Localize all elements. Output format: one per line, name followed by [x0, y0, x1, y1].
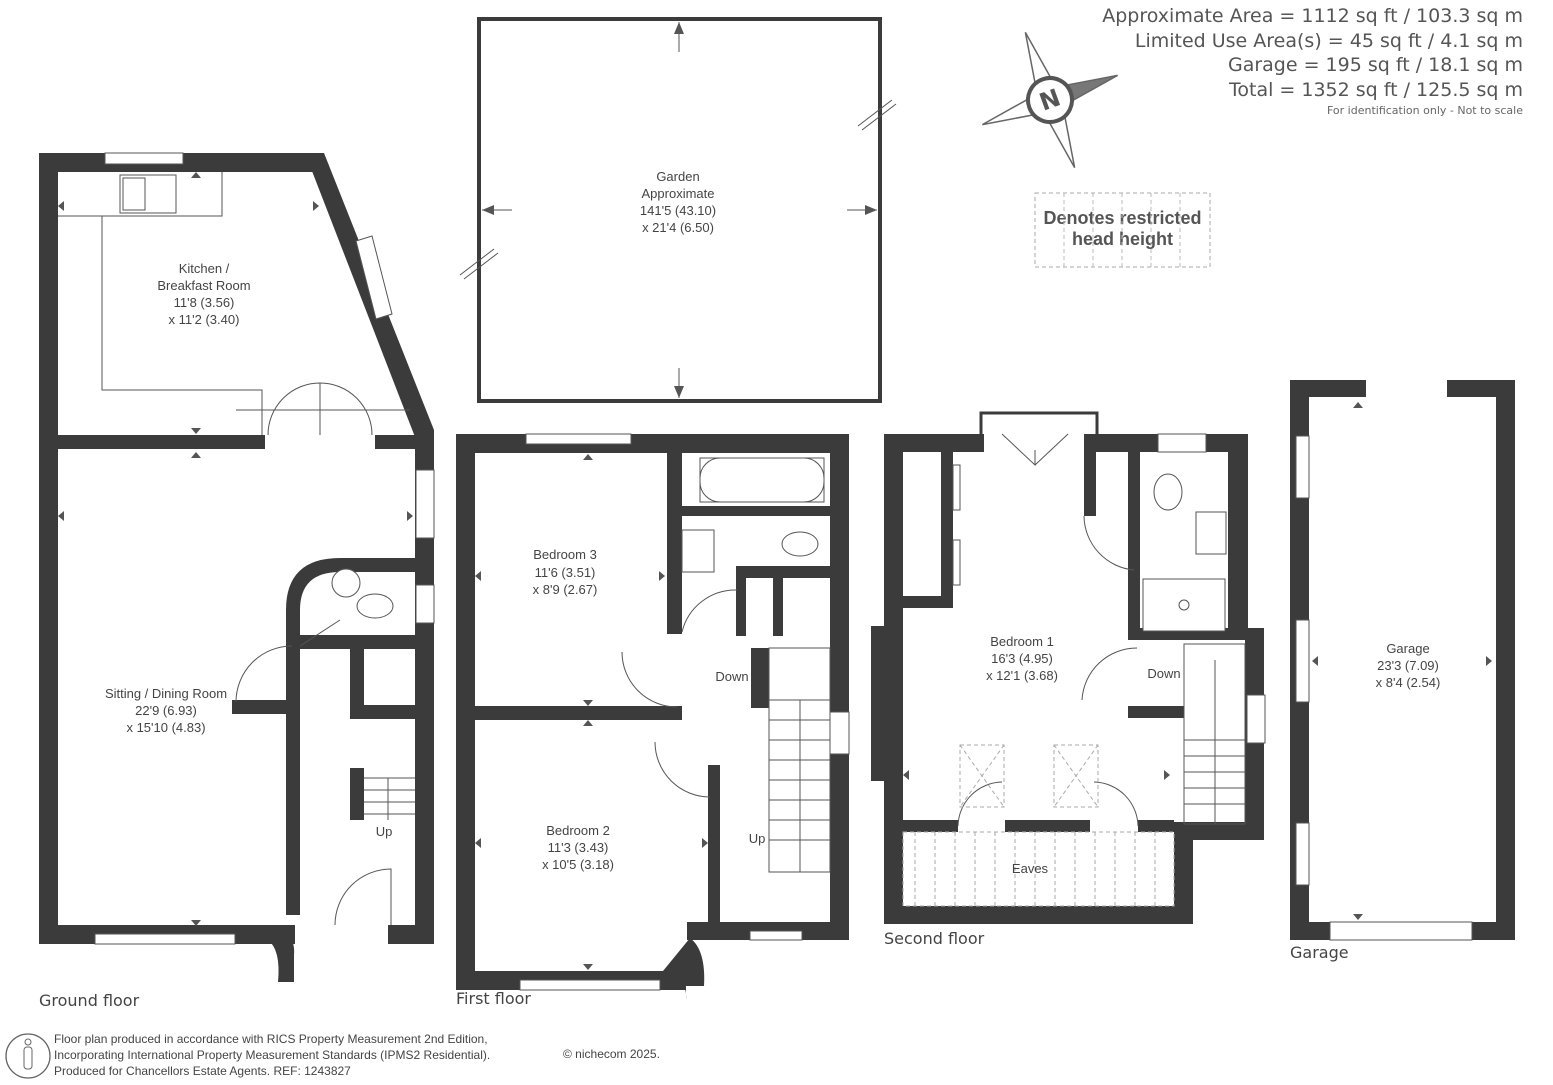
footer-note: Floor plan produced in accordance with R… — [54, 1031, 490, 1079]
label-bedroom2: Bedroom 2 11'3 (3.43) x 10'5 (3.18) — [542, 823, 614, 872]
bedroom3-dim-1: 11'6 (3.51) — [535, 565, 596, 580]
person-icon — [5, 1033, 51, 1079]
bedroom2-name: Bedroom 2 — [546, 823, 610, 838]
copyright: © nichecom 2025. — [563, 1047, 660, 1061]
garden-sub: Approximate — [642, 186, 715, 201]
stairs-down-second: Down — [1147, 666, 1180, 681]
garden-name: Garden — [656, 169, 699, 184]
footer-line-3: Produced for Chancellors Estate Agents. … — [54, 1064, 351, 1078]
scale-note: For identification only - Not to scale — [1327, 104, 1523, 117]
garden-dim-1: 141'5 (43.10) — [640, 203, 716, 218]
area-limited-use: Limited Use Area(s) = 45 sq ft / 4.1 sq … — [1134, 29, 1523, 52]
area-total: Total = 1352 sq ft / 125.5 sq m — [1229, 78, 1523, 101]
label-kitchen: Kitchen / Breakfast Room 11'8 (3.56) x 1… — [157, 261, 250, 327]
floor-label-garage: Garage — [1290, 943, 1349, 962]
garden-dim-2: x 21'4 (6.50) — [642, 220, 714, 235]
bedroom3-dim-2: x 8'9 (2.67) — [533, 582, 598, 597]
label-eaves: Eaves — [1012, 861, 1049, 876]
garage-name: Garage — [1386, 641, 1429, 656]
label-sitting: Sitting / Dining Room 22'9 (6.93) x 15'1… — [105, 686, 227, 735]
sitting-name: Sitting / Dining Room — [105, 686, 227, 701]
floor-label-ground: Ground floor — [39, 991, 140, 1010]
garage-dim-2: x 8'4 (2.54) — [1376, 675, 1441, 690]
floor-label-first: First floor — [456, 989, 531, 1008]
legend-box — [1034, 192, 1211, 268]
kitchen-dim-2: x 11'2 (3.40) — [169, 312, 240, 327]
stairs-up-ground: Up — [376, 824, 393, 839]
bedroom1-dim-1: 16'3 (4.95) — [991, 651, 1053, 666]
label-bedroom3: Bedroom 3 11'6 (3.51) x 8'9 (2.67) — [533, 547, 598, 597]
bedroom2-dim-2: x 10'5 (3.18) — [542, 857, 614, 872]
area-summary: Approximate Area = 1112 sq ft / 103.3 sq… — [1102, 4, 1523, 117]
stairs-down-first: Down — [715, 669, 748, 684]
floor-label-second: Second floor — [884, 929, 985, 948]
sitting-dim-1: 22'9 (6.93) — [135, 703, 197, 718]
bedroom3-name: Bedroom 3 — [533, 547, 597, 562]
bedroom2-dim-1: 11'3 (3.43) — [548, 840, 609, 855]
first-floor-plan — [456, 433, 850, 1000]
area-approximate: Approximate Area = 1112 sq ft / 103.3 sq… — [1102, 5, 1523, 27]
bedroom1-name: Bedroom 1 — [990, 634, 1054, 649]
area-garage: Garage = 195 sq ft / 18.1 sq m — [1227, 54, 1523, 76]
label-garage: Garage 23'3 (7.09) x 8'4 (2.54) — [1376, 641, 1441, 690]
label-bedroom1: Bedroom 1 16'3 (4.95) x 12'1 (3.68) — [986, 634, 1058, 683]
kitchen-name-2: Breakfast Room — [157, 278, 250, 293]
sitting-dim-2: x 15'10 (4.83) — [126, 720, 205, 735]
compass-icon: N — [981, 31, 1119, 169]
label-garden: Garden Approximate 141'5 (43.10) x 21'4 … — [640, 169, 716, 235]
footer-line-2: Incorporating International Property Mea… — [54, 1048, 491, 1062]
garden — [459, 17, 897, 403]
bedroom1-dim-2: x 12'1 (3.68) — [986, 668, 1058, 683]
stairs-up-first: Up — [749, 831, 766, 846]
second-floor-plan — [871, 411, 1266, 924]
ground-floor-plan — [39, 152, 435, 982]
kitchen-dim-1: 11'8 (3.56) — [174, 295, 235, 310]
garage-dim-1: 23'3 (7.09) — [1377, 658, 1439, 673]
kitchen-name-1: Kitchen / — [179, 261, 230, 276]
footer-line-1: Floor plan produced in accordance with R… — [54, 1032, 488, 1046]
garage-plan — [1290, 380, 1515, 941]
